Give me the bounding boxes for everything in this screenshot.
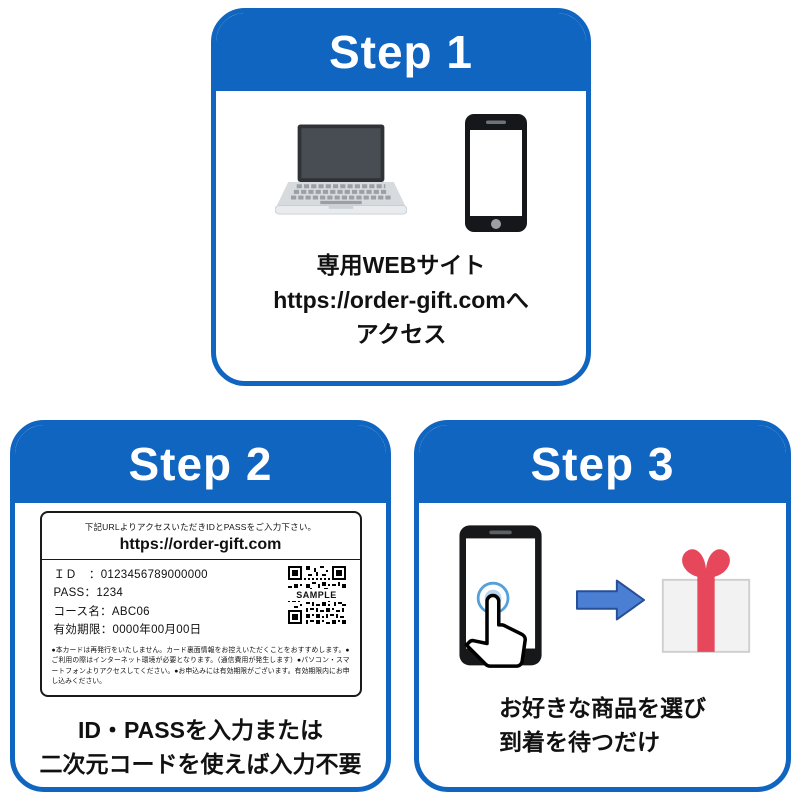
arrow-right-icon bbox=[575, 579, 645, 620]
laptop-icon bbox=[275, 124, 407, 215]
step-3-card: Step 3 bbox=[414, 420, 791, 792]
id-card-url: https://order-gift.com bbox=[41, 536, 360, 560]
qr-code: SAMPLE bbox=[285, 566, 348, 624]
step-1-caption-line-2: https://order-gift.comへ bbox=[273, 286, 529, 313]
smartphone-icon bbox=[465, 114, 527, 233]
hand-pointer-icon bbox=[464, 593, 527, 668]
step-2-caption-line-1: ID・PASSを入力または bbox=[78, 716, 323, 743]
step-2-body: 下記URLよりアクセスいただきIDとPASSをご入力下さい。 https://o… bbox=[15, 503, 386, 787]
step-3-caption-line-1: お好きな商品を選び bbox=[499, 694, 706, 721]
step-1-icons bbox=[275, 114, 527, 233]
gift-box-icon bbox=[661, 548, 750, 653]
id-card-middle: ＩＤ ：0123456789000000 PASS：1234 コース名：ABC0… bbox=[52, 566, 350, 640]
step-1-caption-line-1: 専用WEBサイト bbox=[316, 252, 486, 279]
step-2-header: Step 2 bbox=[15, 425, 386, 503]
step-2-caption: ID・PASSを入力または 二次元コードを使えば入力不要 bbox=[40, 713, 362, 782]
step-3-icons bbox=[452, 524, 754, 675]
id-card-fields: ＩＤ ：0123456789000000 PASS：1234 コース名：ABC0… bbox=[54, 566, 208, 640]
step-3-caption-line-2: 到着を待つだけ bbox=[499, 729, 660, 755]
step-3-body: お好きな商品を選び 到着を待つだけ bbox=[419, 503, 786, 787]
phone-tap-icon bbox=[458, 524, 542, 668]
expiry-field: 有効期限：0000年00月00日 bbox=[53, 624, 202, 637]
pass-field: PASS：1234 bbox=[53, 587, 124, 600]
step-2-caption-line-2: 二次元コードを使えば入力不要 bbox=[39, 751, 362, 778]
step-3-title: Step 3 bbox=[530, 438, 675, 490]
id-card-note: 下記URLよりアクセスいただきIDとPASSをご入力下さい。 bbox=[84, 522, 317, 532]
step-2-title: Step 2 bbox=[128, 438, 273, 490]
id-field: ＩＤ ：0123456789000000 bbox=[53, 569, 208, 581]
step-1-title: Step 1 bbox=[328, 26, 474, 78]
step-2-card: Step 2 下記URLよりアクセスいただきIDとPASSをご入力下さい。 ht… bbox=[10, 420, 391, 792]
gift-id-card: 下記URLよりアクセスいただきIDとPASSをご入力下さい。 https://o… bbox=[39, 511, 362, 697]
step-1-body: 専用WEBサイト https://order-gift.comへ アクセス bbox=[216, 91, 586, 381]
step-1-card: Step 1 bbox=[211, 8, 591, 386]
step-1-caption-line-3: アクセス bbox=[355, 321, 447, 348]
step-3-header: Step 3 bbox=[419, 425, 786, 503]
step-1-caption: 専用WEBサイト https://order-gift.comへ アクセス bbox=[273, 248, 529, 352]
qr-sample-watermark: SAMPLE bbox=[285, 589, 348, 601]
course-field: コース名：ABC06 bbox=[53, 605, 150, 618]
step-3-caption: お好きな商品を選び 到着を待つだけ bbox=[499, 691, 706, 760]
id-card-fine-print: ●本カードは再発行をいたしません。カード裏面情報をお控えいただくことをおすすめし… bbox=[51, 646, 350, 686]
step-1-header: Step 1 bbox=[216, 13, 586, 91]
